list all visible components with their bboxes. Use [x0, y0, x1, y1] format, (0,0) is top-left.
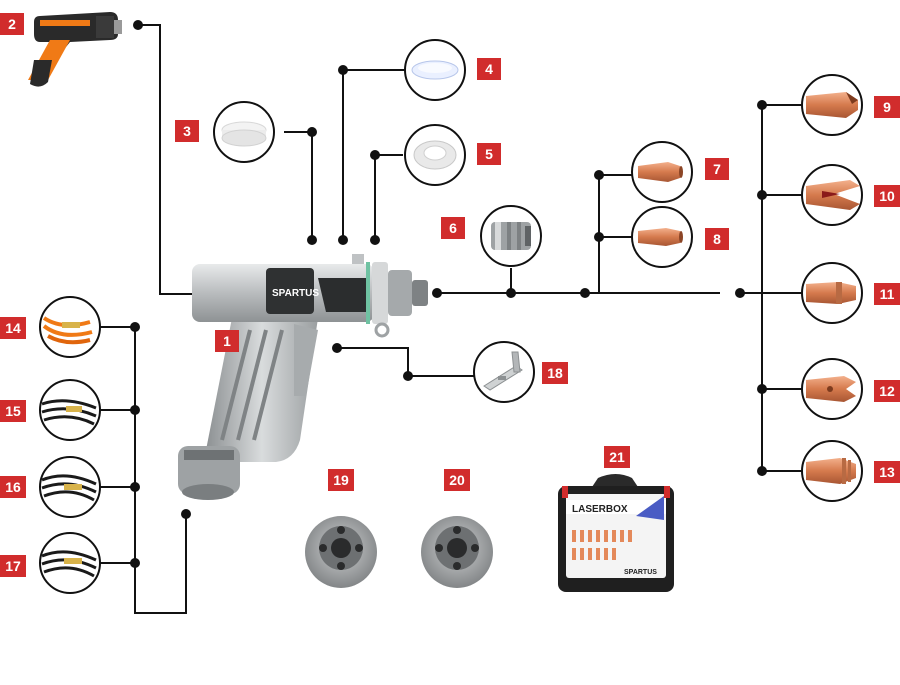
svg-text:11: 11 — [880, 286, 895, 302]
black-cable-icon — [41, 474, 97, 502]
gun-brand-logo: SPARTUS — [272, 288, 319, 299]
badge-15: 15 — [0, 400, 26, 422]
badge-21: 21 — [604, 446, 630, 468]
number-badges: 1 2 3 4 5 6 7 8 9 10 11 12 13 14 15 16 1… — [0, 13, 900, 577]
badge-8: 8 — [705, 228, 729, 250]
svg-text:20: 20 — [449, 472, 465, 488]
copper-nozzle-icon — [806, 376, 856, 402]
copper-nozzle-icon — [638, 228, 683, 246]
svg-text:2: 2 — [8, 16, 16, 32]
badge-13: 13 — [874, 461, 900, 483]
protective-lens-icon — [221, 121, 267, 147]
svg-text:6: 6 — [449, 220, 457, 236]
svg-text:10: 10 — [879, 188, 895, 204]
part-18-circle — [473, 341, 535, 403]
drive-roller-icon — [421, 516, 493, 588]
svg-text:14: 14 — [5, 320, 21, 336]
wire-feed-bracket-icon — [483, 351, 523, 391]
badge-18: 18 — [542, 362, 568, 384]
svg-text:3: 3 — [183, 123, 191, 139]
svg-text:5: 5 — [485, 146, 493, 162]
laser-welding-gun-icon: SPARTUS — [178, 254, 428, 500]
connector-lines — [100, 24, 803, 614]
badge-5: 5 — [477, 143, 501, 165]
nozzle-adapter-icon — [491, 222, 531, 250]
badge-19: 19 — [328, 469, 354, 491]
badge-16: 16 — [0, 476, 26, 498]
black-cable-icon — [41, 399, 97, 426]
svg-text:16: 16 — [5, 479, 21, 495]
black-cable-icon — [41, 550, 97, 578]
case-title: LASERBOX — [572, 504, 628, 515]
copper-nozzle-icon — [806, 92, 858, 118]
case-brand-logo: SPARTUS — [624, 569, 657, 576]
badge-11: 11 — [874, 283, 900, 305]
svg-text:21: 21 — [609, 449, 625, 465]
badge-17: 17 — [0, 555, 26, 577]
badge-12: 12 — [874, 380, 900, 402]
copper-nozzle-icon — [638, 162, 683, 182]
badge-4: 4 — [477, 58, 501, 80]
svg-text:15: 15 — [5, 403, 21, 419]
badge-3: 3 — [175, 120, 199, 142]
badge-20: 20 — [444, 469, 470, 491]
badge-9: 9 — [874, 96, 900, 118]
lens-seal-ring-icon — [413, 140, 457, 170]
drive-roller-icon — [305, 516, 377, 588]
laserbox-case-icon: LASERBOX SPARTUS — [558, 474, 674, 592]
svg-text:18: 18 — [547, 365, 563, 381]
orange-gun-handle-icon — [28, 12, 122, 87]
orange-cable-icon — [42, 316, 93, 345]
copper-nozzle-icon — [806, 180, 860, 210]
svg-text:13: 13 — [879, 464, 895, 480]
badge-14: 14 — [0, 317, 26, 339]
copper-nozzle-icon — [806, 458, 856, 484]
svg-text:1: 1 — [223, 333, 231, 349]
svg-text:17: 17 — [5, 558, 21, 574]
svg-text:4: 4 — [485, 61, 493, 77]
svg-text:12: 12 — [879, 383, 895, 399]
copper-nozzle-icon — [806, 282, 856, 304]
badge-6: 6 — [441, 217, 465, 239]
svg-text:9: 9 — [883, 99, 891, 115]
focus-lens-icon — [411, 60, 459, 80]
badge-7: 7 — [705, 158, 729, 180]
svg-text:8: 8 — [713, 231, 721, 247]
svg-text:19: 19 — [333, 472, 349, 488]
badge-10: 10 — [874, 185, 900, 207]
svg-text:7: 7 — [713, 161, 721, 177]
badge-2: 2 — [0, 13, 24, 35]
badge-1: 1 — [215, 330, 239, 352]
